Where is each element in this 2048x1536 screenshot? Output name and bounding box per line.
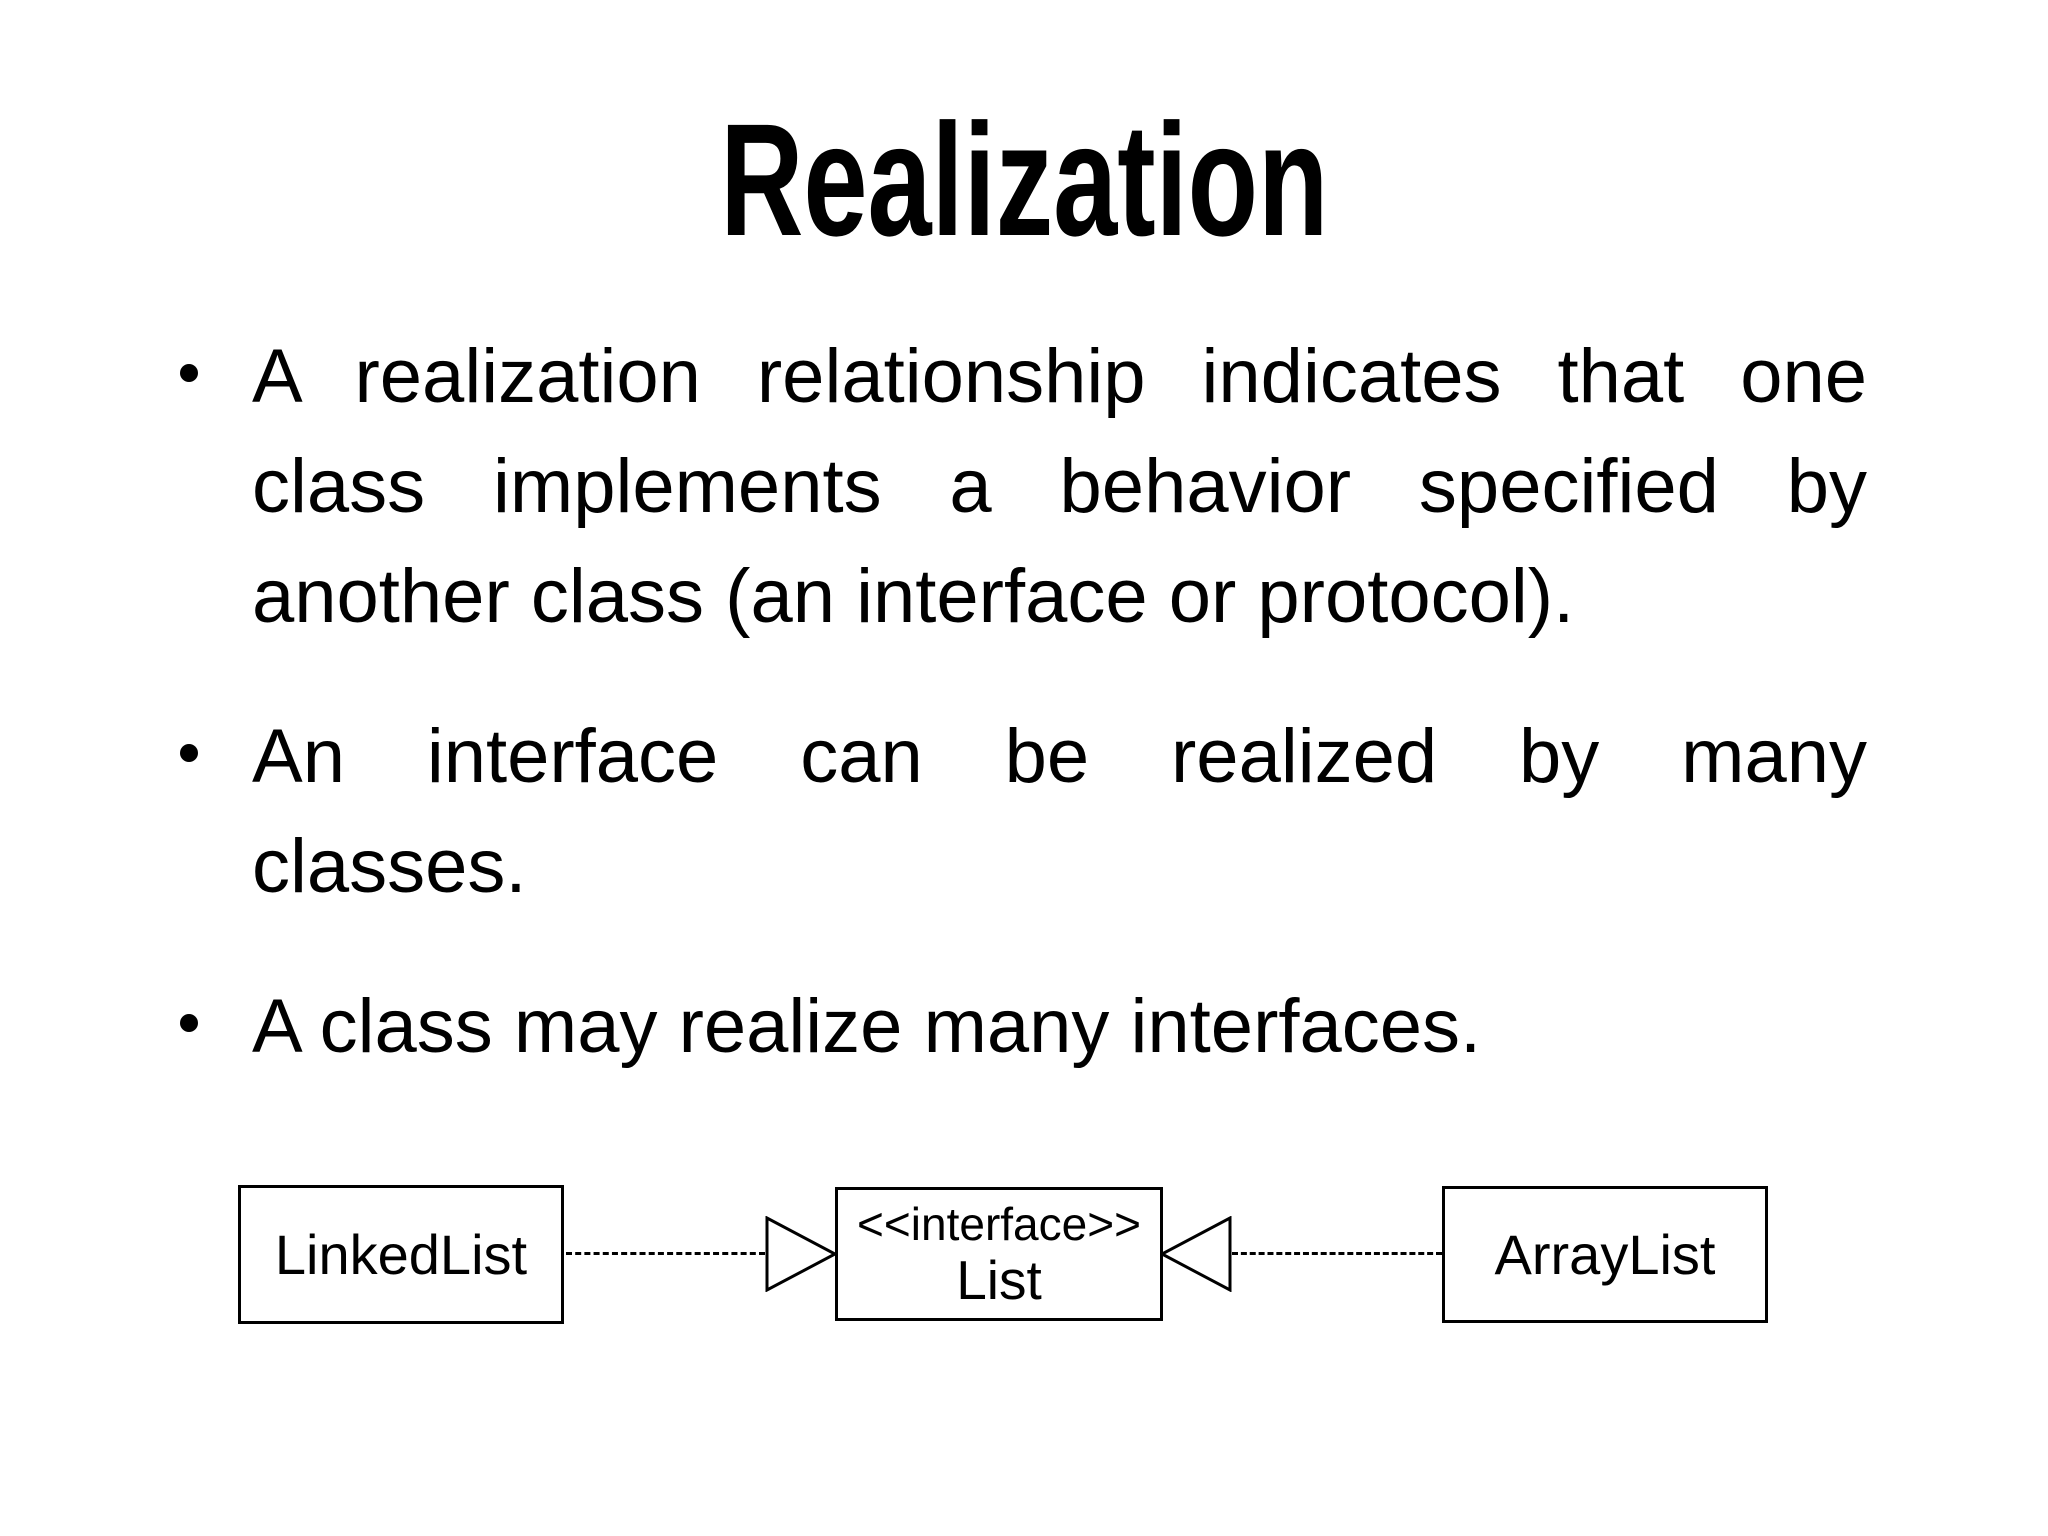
bullet-text-line: A class may realize many interfaces. xyxy=(252,984,1482,1069)
title-container: Realization xyxy=(0,92,2048,268)
interface-stereotype-label: <<interface>> xyxy=(857,1198,1141,1250)
interface-name-label: List xyxy=(956,1249,1042,1311)
realization-dashed-line-left xyxy=(566,1252,765,1255)
page-title: Realization xyxy=(719,90,1329,269)
realization-dashed-line-right xyxy=(1232,1252,1442,1255)
realization-arrowhead-right-icon xyxy=(1160,1216,1232,1292)
bullet-icon xyxy=(180,744,198,762)
bullet-text-line: another class (an interface or protocol)… xyxy=(252,554,1575,639)
bullet-item-class-realizes: A class may realize many interfaces. xyxy=(180,972,1867,1082)
class-box-linkedlist: LinkedList xyxy=(238,1185,564,1324)
bullet-icon xyxy=(180,1014,198,1032)
bullet-item-interface-realized: An interface can be realized by many cla… xyxy=(180,702,1867,922)
bullet-text-line: class implements a behavior specified by xyxy=(252,444,1867,529)
class-label-arraylist: ArrayList xyxy=(1494,1222,1716,1286)
class-label-linkedlist: LinkedList xyxy=(274,1222,528,1286)
class-box-arraylist: ArrayList xyxy=(1442,1186,1768,1323)
bullet-text-line: A realization relationship indicates tha… xyxy=(252,334,1867,419)
class-box-list-interface: <<interface>> List xyxy=(835,1187,1163,1321)
realization-arrowhead-left-icon xyxy=(765,1216,837,1292)
bullet-text-line: An interface can be realized by many xyxy=(252,714,1867,799)
bullet-text-line: classes. xyxy=(252,824,527,909)
bullet-icon xyxy=(180,364,198,382)
bullet-item-realization-definition: A realization relationship indicates tha… xyxy=(180,322,1867,652)
